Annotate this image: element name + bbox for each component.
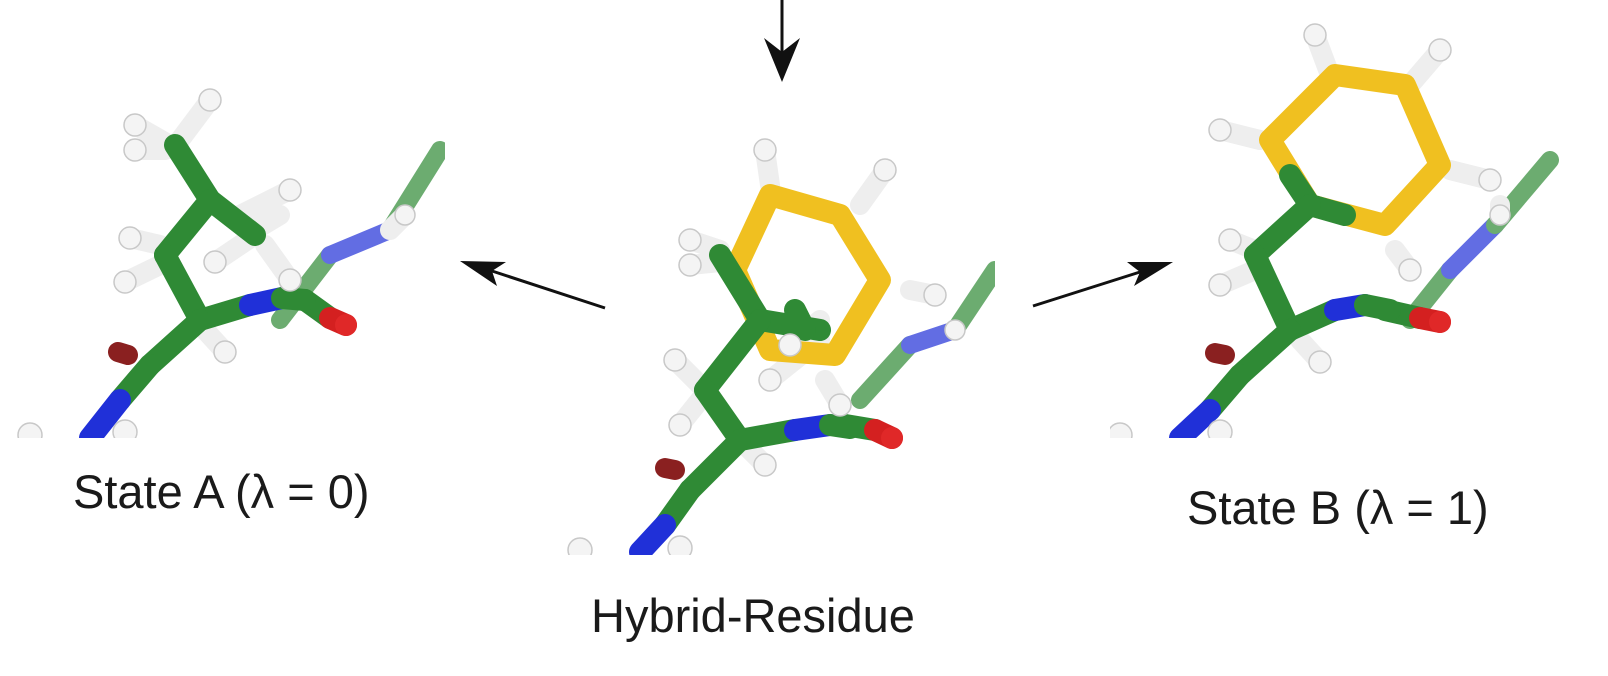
hybrid-residue-label: Hybrid-Residue <box>591 589 915 642</box>
molecule-state-b <box>1110 23 1559 438</box>
state-b-label: State B (λ = 1) <box>1187 481 1489 534</box>
arrow-to-state-b <box>1032 262 1173 308</box>
arrow-top-down <box>764 0 800 82</box>
state-a-label: State A (λ = 0) <box>73 465 370 518</box>
arrow-to-state-a <box>460 261 606 310</box>
molecule-hybrid <box>567 138 995 555</box>
molecule-state-a <box>17 88 445 438</box>
